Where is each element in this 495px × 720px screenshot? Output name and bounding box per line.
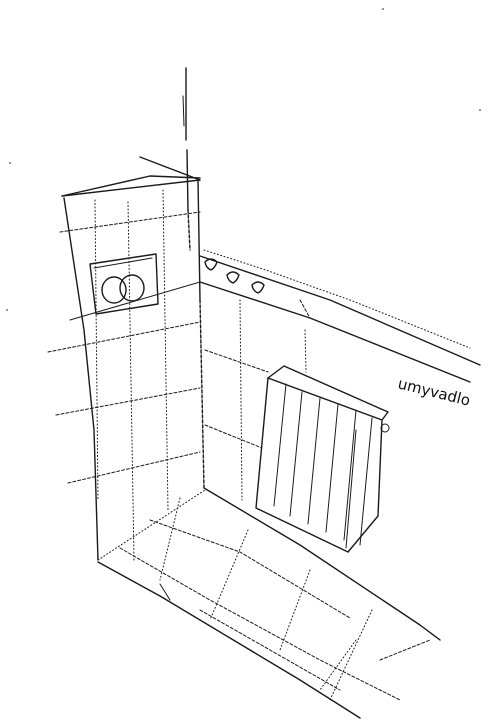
- stray-marks: [6, 8, 481, 311]
- wall-corner: [182, 67, 191, 251]
- wall-shelf: [199, 249, 481, 383]
- tap-icon: [204, 258, 265, 294]
- washbasin-label: umyvadlo: [396, 374, 472, 409]
- floor-tiles: [97, 487, 441, 719]
- installation-wall-box: [47, 156, 206, 561]
- washbasin-radiator: [255, 365, 390, 553]
- toilet-flush-plate-icon: [89, 253, 159, 315]
- right-wall-tiles: [204, 299, 307, 501]
